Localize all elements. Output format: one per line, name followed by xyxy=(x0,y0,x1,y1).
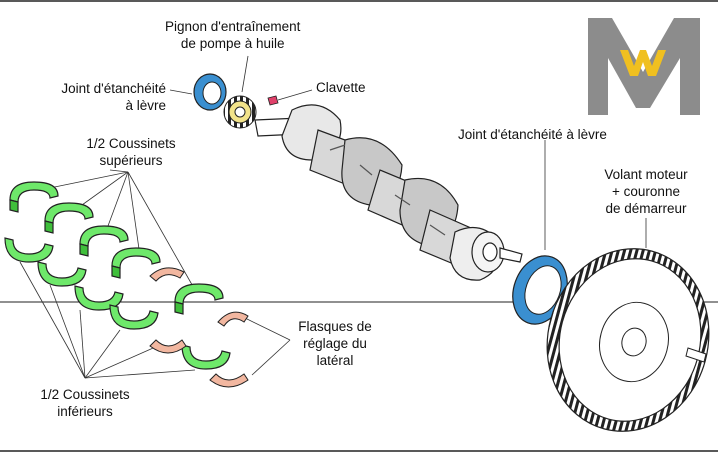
upper-bearing-2 xyxy=(44,202,94,234)
lower-bearing-2 xyxy=(37,261,87,287)
lower-bearing-1 xyxy=(4,237,54,263)
label-joint-left: Joint d'étanchéité à lèvre xyxy=(12,80,166,114)
upper-bearing-shells xyxy=(9,181,224,315)
label-joint-left-line1: Joint d'étanchéité xyxy=(61,81,166,96)
thrust-washer-1 xyxy=(149,267,185,282)
label-volant: Volant moteur + couronne de démarreur xyxy=(590,166,702,217)
leader-lines-flasques xyxy=(244,317,291,376)
lower-bearing-shells xyxy=(4,237,231,370)
label-pignon-line1: Pignon d'entraînement xyxy=(165,19,301,34)
crankshaft xyxy=(254,104,523,281)
upper-bearing-3 xyxy=(79,225,129,257)
label-coussinets-sup-line1: 1/2 Coussinets xyxy=(86,136,176,151)
label-pignon: Pignon d'entraînement de pompe à huile xyxy=(165,18,300,52)
lower-bearing-5 xyxy=(181,344,231,370)
label-volant-line3: de démarreur xyxy=(605,201,687,216)
label-volant-line1: Volant moteur xyxy=(604,167,688,182)
label-coussinets-inf-line2: inférieurs xyxy=(57,404,113,419)
thrust-washers xyxy=(149,267,249,388)
label-joint-left-line2: à lèvre xyxy=(125,98,166,113)
thrust-washer-4 xyxy=(209,373,249,388)
label-joint-right: Joint d'étanchéité à lèvre xyxy=(458,127,607,142)
label-coussinets-sup-line2: supérieurs xyxy=(99,153,163,168)
key-clavette xyxy=(267,95,279,106)
label-coussinets-inf: 1/2 Coussinets inférieurs xyxy=(30,386,140,420)
upper-bearing-4 xyxy=(111,247,161,279)
label-pignon-line2: de pompe à huile xyxy=(180,36,285,51)
label-flasques-line3: latéral xyxy=(316,353,354,368)
leader-lines-lower xyxy=(19,261,196,379)
leader-lines-misc xyxy=(169,55,647,250)
lower-bearing-3 xyxy=(74,285,124,311)
right-lip-seal xyxy=(512,255,568,325)
label-coussinets-inf-line1: 1/2 Coussinets xyxy=(40,387,130,402)
upper-bearing-5 xyxy=(174,283,224,315)
oil-pump-gear xyxy=(223,95,257,129)
lower-bearing-4 xyxy=(109,304,159,330)
label-flasques-line2: réglage du xyxy=(303,336,367,351)
thrust-washer-2 xyxy=(149,339,187,354)
label-flasques: Flasques de réglage du latéral xyxy=(290,318,380,369)
thrust-washer-3 xyxy=(217,311,249,327)
label-flasques-line1: Flasques de xyxy=(298,319,372,334)
upper-bearing-1 xyxy=(9,181,59,213)
flywheel xyxy=(546,248,710,432)
left-lip-seal xyxy=(193,73,227,111)
label-volant-line2: + couronne xyxy=(612,184,680,199)
label-coussinets-sup: 1/2 Coussinets supérieurs xyxy=(76,135,186,169)
mw-logo xyxy=(588,18,700,115)
label-clavette: Clavette xyxy=(316,80,366,95)
